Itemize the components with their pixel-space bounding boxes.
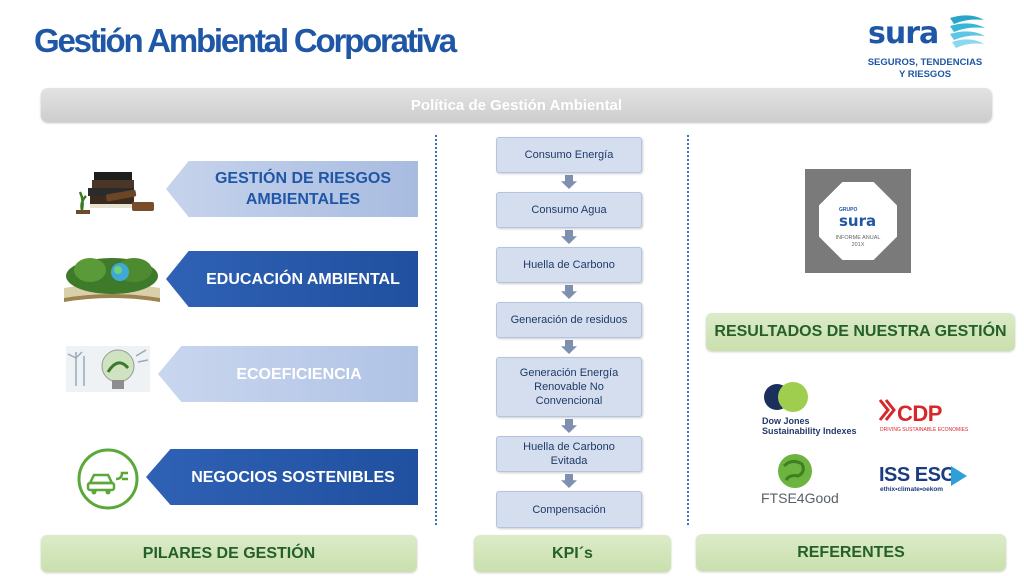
ftse-label: FTSE4Good <box>761 490 839 506</box>
page-title: Gestión Ambiental Corporativa <box>34 22 457 59</box>
books-gavel-icon <box>76 172 154 214</box>
policy-bar: Política de Gestión Ambiental <box>41 88 992 122</box>
pillar-riesgos-line2: AMBIENTALES <box>245 191 361 208</box>
pillar-ecoeficiencia: ECOEFICIENCIA <box>158 346 418 402</box>
report-wordmark: sura <box>839 212 877 230</box>
cdp-sublabel: DRIVING SUSTAINABLE ECONOMIES <box>880 427 969 433</box>
divider-left <box>435 135 437 525</box>
report-info-line1: INFORME ANUAL <box>835 235 881 241</box>
kpi-arrow <box>561 175 577 189</box>
report-octagon: GRUPO sura INFORME ANUAL 201X <box>819 182 897 260</box>
cdp-label: CDP <box>897 401 942 426</box>
pillar-negocios-sostenibles: NEGOCIOS SOSTENIBLES <box>146 449 418 505</box>
kpi-arrow <box>561 340 577 354</box>
logo-wordmark: sura <box>868 16 939 51</box>
kpi-arrow <box>561 419 577 433</box>
iss-sublabel: ethix•climate•oekom <box>880 486 944 493</box>
kpi-huella-evitada-line2: Evitada <box>550 455 588 467</box>
kpi-arrow <box>561 285 577 299</box>
pillar-educacion-ambiental: EDUCACIÓN AMBIENTAL <box>166 251 418 307</box>
djsi-logo-icon <box>764 382 808 412</box>
djsi-label: Dow Jones Sustainability Indexes <box>762 416 857 436</box>
logo-tagline-line2: Y RIESGOS <box>898 69 952 80</box>
report-info-line2: 201X <box>851 242 865 248</box>
kpi-consumo-energia: Consumo Energía <box>496 137 642 173</box>
iss-esg-label: ISS ESG <box>879 464 956 486</box>
logo-tagline-line1: SEGUROS, TENDENCIAS <box>867 57 983 68</box>
kpi-energia-line2: Renovable No <box>534 381 604 393</box>
sura-logo: sura SEGUROS, TENDENCIAS Y RIESGOS <box>862 8 992 82</box>
book-nature-icon <box>64 258 160 302</box>
kpi-compensacion: Compensación <box>496 491 642 528</box>
electric-car-icon <box>77 448 139 510</box>
kpi-arrow <box>561 474 577 488</box>
kpi-energia-line1: Generación Energía <box>519 367 619 379</box>
footer-pilares: PILARES DE GESTIÓN <box>41 535 417 572</box>
kpi-huella-evitada: Huella de Carbono Evitada <box>496 436 642 472</box>
logo-tagline: SEGUROS, TENDENCIAS Y RIESGOS <box>862 57 988 81</box>
report-info: INFORME ANUAL 201X <box>829 235 887 249</box>
pillar-riesgos-ambientales: GESTIÓN DE RIESGOS AMBIENTALES <box>166 161 418 217</box>
kpi-energia-line3: Convencional <box>535 395 603 407</box>
footer-referentes: REFERENTES <box>696 534 1006 571</box>
eco-lightbulb-icon <box>66 346 150 392</box>
wing-icon <box>950 15 985 48</box>
ftse-globe-icon <box>778 454 812 488</box>
pillar-riesgos-line1: GESTIÓN DE RIESGOS <box>214 170 392 187</box>
kpi-energia-renovable: Generación Energía Renovable No Convenci… <box>496 357 642 417</box>
kpi-generacion-residuos: Generación de residuos <box>496 302 642 338</box>
djsi-line2: Sustainability Indexes <box>762 425 857 436</box>
results-bar: RESULTADOS DE NUESTRA GESTIÓN <box>706 313 1015 351</box>
divider-right <box>687 135 689 525</box>
cdp-logo-icon <box>878 399 896 421</box>
annual-report-badge: GRUPO sura INFORME ANUAL 201X <box>805 169 911 273</box>
djsi-line1: Dow Jones <box>762 416 810 426</box>
iss-arrow-icon <box>951 466 967 486</box>
kpi-huella-evitada-line1: Huella de Carbono <box>523 441 615 453</box>
kpi-consumo-agua: Consumo Agua <box>496 192 642 228</box>
report-group-label: GRUPO <box>839 207 858 213</box>
footer-kpis: KPI´s <box>474 535 671 572</box>
kpi-huella-carbono: Huella de Carbono <box>496 247 642 283</box>
kpi-arrow <box>561 230 577 244</box>
